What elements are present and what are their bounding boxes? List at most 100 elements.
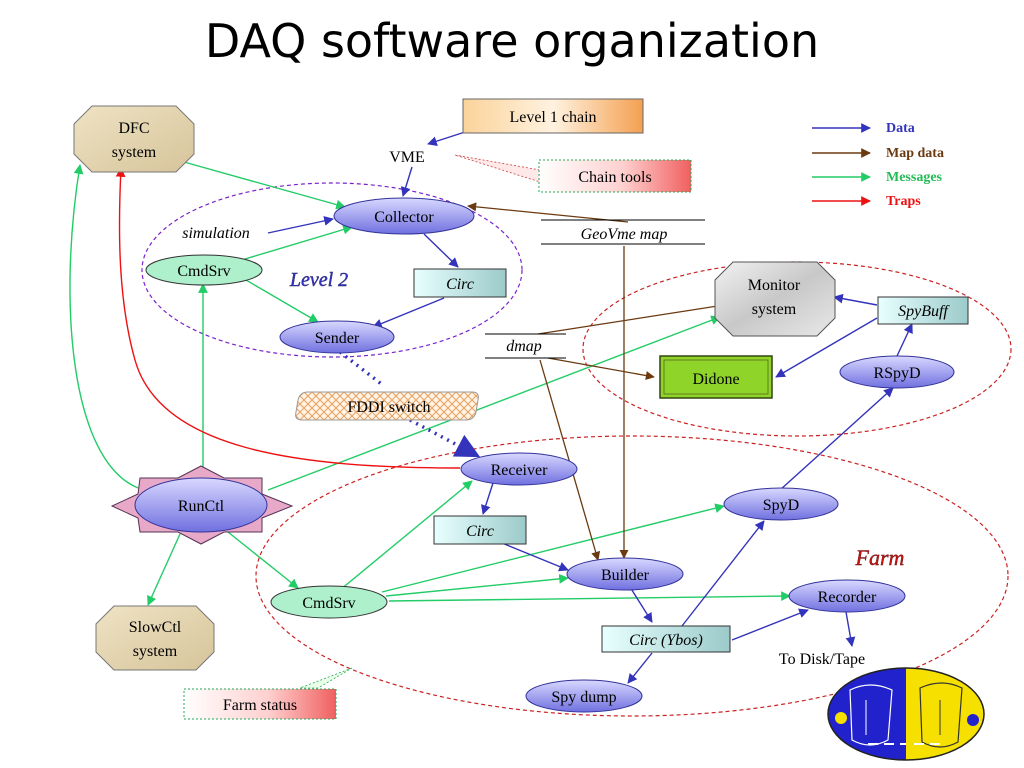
circ-level2-box (413, 268, 507, 298)
builder-label: Builder (601, 567, 650, 584)
slowctl-system-node (95, 605, 215, 671)
runctl-node (134, 477, 268, 533)
farm-status-label: Farm status (223, 697, 297, 714)
legend-data-label: Data (886, 121, 915, 136)
arrow-level1-vme (427, 131, 466, 146)
link-sender-fddi (338, 350, 386, 388)
arrow-dmap-builder (539, 359, 601, 561)
slowctl-line2: system (133, 643, 178, 660)
legend-map-label: Map data (886, 146, 944, 161)
legend-traps-label: Traps (886, 194, 921, 209)
group-logo (827, 667, 985, 761)
arrow-runctl-cmdsrvfarm (227, 531, 299, 589)
arrow-dmap-monitor (537, 301, 725, 335)
arrow-rspyd-spybuff (896, 323, 913, 357)
level1-chain-label: Level 1 chain (509, 109, 596, 126)
spy-dump-label: Spy dump (551, 689, 616, 706)
vme-label: VME (389, 149, 425, 166)
arrow-circ-builder (496, 540, 569, 572)
dmap-label: dmap (506, 338, 542, 355)
simulation-label: simulation (182, 225, 250, 242)
monitor-system-node (714, 261, 836, 337)
arrow-runctl-slowctl (147, 533, 181, 606)
link-fddi-receiver (409, 418, 481, 458)
arrow-circ-sender (372, 297, 445, 329)
runctl-label: RunCtl (178, 498, 225, 515)
level2-region (141, 182, 523, 358)
arrow-spybuff-monitor (833, 293, 878, 306)
farm-status-box (183, 688, 337, 720)
circ-level2-label: Circ (446, 276, 474, 293)
monitor-line1: Monitor (748, 277, 801, 294)
dfc-line1: DFC (118, 120, 149, 137)
arrow-cmdsrv-collector (234, 224, 353, 263)
arrow-receiver-circ (481, 482, 494, 515)
arrow-cmdsrvfarm-builder (385, 573, 569, 597)
receiver-node (460, 452, 578, 486)
spy-dump-node (525, 679, 643, 713)
arrow-cmdsrv-sender (245, 279, 319, 323)
arrow-spybuff-didone (775, 317, 878, 378)
arrow-cmdsrvfarm-recorder (388, 591, 791, 602)
recorder-node (788, 579, 906, 613)
arrow-collector-circ (423, 233, 459, 268)
legend-messages-label: Messages (886, 170, 943, 185)
circ-ybos-label: Circ (Ybos) (629, 632, 703, 649)
farm-region (255, 435, 1009, 717)
arrow-circybos-spydump (627, 652, 653, 684)
didone-box (659, 355, 773, 399)
arrow-circybos-recorder (731, 608, 809, 641)
chain-tools-label: Chain tools (578, 169, 651, 186)
cmdsrv-level2-node (145, 254, 263, 286)
collector-label: Collector (374, 209, 434, 226)
circ-farm-box (433, 515, 527, 545)
page-title: DAQ software organization (204, 14, 820, 68)
spyd-label: SpyD (763, 497, 799, 514)
arrow-recorder-disk (845, 611, 856, 647)
rspyd-label: RSpyD (873, 365, 920, 382)
disk-tape-label: To Disk/Tape (779, 651, 865, 668)
arrow-runctl-monitor (267, 315, 721, 491)
fddi-switch-label: FDDI switch (347, 399, 430, 416)
arrow-circybos-spyd (681, 520, 765, 627)
arrow-cmdsrvfarm-receiver (339, 480, 473, 591)
arrow-simulation-collector (267, 216, 334, 234)
arrow-spyd-rspyd (779, 387, 894, 491)
collector-node (333, 197, 475, 235)
arrow-builder-circybos (629, 586, 653, 623)
level1-chain-box (462, 98, 644, 134)
arrow-dmap-didone (547, 357, 655, 381)
circ-farm-label: Circ (466, 523, 494, 540)
sender-node (279, 320, 395, 354)
dfc-system-label: DFC system (112, 120, 157, 161)
arrow-runctl-dfc (69, 164, 139, 489)
legend: Data Map data Messages Traps (812, 121, 944, 209)
sender-label: Sender (315, 330, 360, 347)
farm-status-pointer (299, 667, 353, 689)
slowctl-line1: SlowCtl (129, 619, 182, 636)
arrow-vme-collector (400, 166, 413, 197)
arrow-cmdsrvfarm-spyd (381, 503, 725, 593)
fddi-switch-node (295, 391, 479, 421)
monitor-region (582, 261, 1012, 437)
arrow-receiver-dfc-trap (115, 167, 461, 469)
farm-label: Farm (855, 545, 905, 570)
builder-node (566, 557, 684, 591)
monitor-line2: system (752, 301, 797, 318)
chain-tools-pointer (454, 154, 541, 183)
cmdsrv-level2-label: CmdSrv (177, 263, 230, 280)
monitor-system-label: Monitor system (748, 277, 801, 318)
dfc-line2: system (112, 144, 157, 161)
arrow-dfc-collector (183, 161, 346, 210)
chain-tools-box (538, 159, 692, 193)
rspyd-node (839, 355, 955, 389)
slowctl-system-label: SlowCtl system (129, 619, 182, 660)
receiver-label: Receiver (491, 462, 549, 479)
cmdsrv-farm-node (270, 585, 388, 619)
circ-ybos-box (601, 625, 731, 653)
didone-label: Didone (692, 371, 739, 388)
level2-label: Level 2 (289, 269, 348, 291)
cmdsrv-farm-label: CmdSrv (302, 595, 355, 612)
geovme-label: GeoVme map (581, 226, 668, 243)
